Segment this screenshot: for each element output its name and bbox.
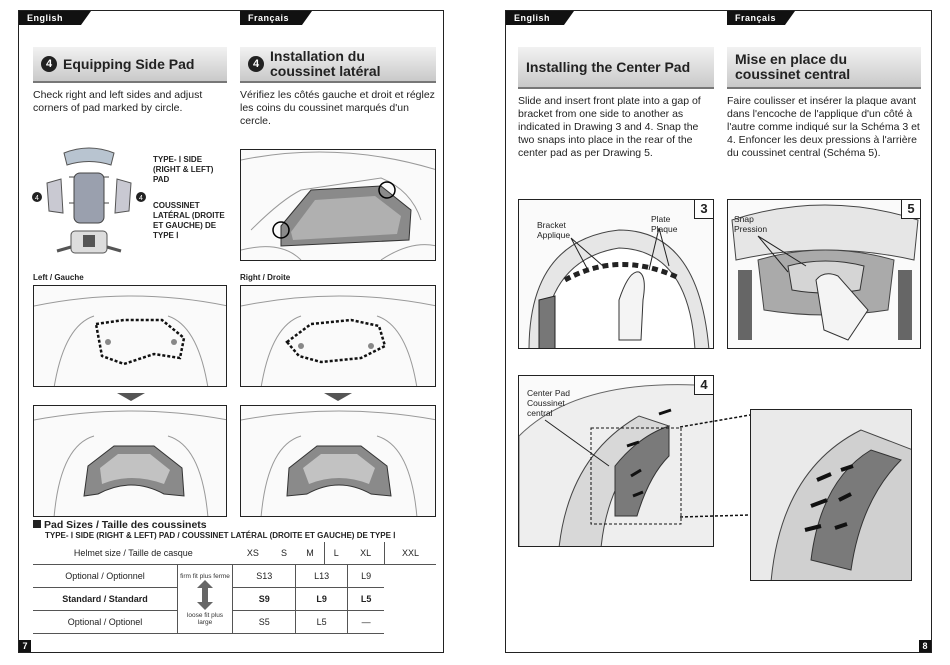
arrow-down-left-icon bbox=[117, 393, 145, 401]
size-col-xl: XL bbox=[347, 542, 385, 565]
pad-label-en: TYPE- Ⅰ SIDE (RIGHT & LEFT) PAD bbox=[153, 155, 214, 184]
arrow-down-right-icon bbox=[324, 393, 352, 401]
title-en: 4 Equipping Side Pad bbox=[33, 47, 227, 83]
title-fr-right: Mise en place du coussinet central bbox=[727, 47, 921, 89]
sizes-subheading: TYPE- Ⅰ SIDE (RIGHT & LEFT) PAD / COUSSI… bbox=[45, 531, 396, 540]
size-col-l: L bbox=[324, 542, 348, 565]
drawing-4: 4 Center Pad Coussinet central bbox=[518, 375, 714, 547]
center-pad-callout: Center Pad Coussinet central bbox=[527, 388, 570, 418]
lang-tab-french: Français bbox=[240, 11, 312, 25]
row-label: Optional / Optionel bbox=[33, 610, 178, 634]
left-after-art bbox=[34, 410, 226, 516]
page-number-right: 8 bbox=[919, 640, 931, 652]
loose-fit-label: loose fit plus large bbox=[186, 611, 224, 626]
body-fr: Vérifiez les côtés gauche et droit et ré… bbox=[240, 89, 435, 127]
right-after-art bbox=[241, 410, 435, 516]
cell-value: L9 bbox=[295, 587, 348, 611]
lang-tab-english-right: English bbox=[506, 11, 574, 25]
page-number-left: 7 bbox=[19, 640, 31, 652]
table-row: Optional / Optionel S5 L5 — bbox=[33, 610, 436, 634]
row-label: Standard / Standard bbox=[33, 587, 178, 611]
right-page: English Français Installing the Center P… bbox=[505, 10, 932, 653]
plate-callout: Plate Plaque bbox=[651, 214, 678, 234]
pad-size-table: Helmet size / Taille de casque XS S M L … bbox=[33, 542, 436, 634]
table-row: Optional / Optionnel firm fit plus ferme… bbox=[33, 564, 436, 634]
title-en-right: Installing the Center Pad bbox=[518, 47, 714, 89]
drawing-4-badge: 4 bbox=[694, 376, 713, 395]
cell-value: S13 bbox=[231, 564, 296, 588]
right-before-art bbox=[241, 295, 435, 386]
body-fr-right: Faire coulisser et insérer la plaque ava… bbox=[727, 95, 920, 159]
title-en-text: Equipping Side Pad bbox=[63, 55, 195, 72]
cell-value: L5 bbox=[295, 610, 348, 634]
zoom-connector bbox=[680, 414, 751, 518]
square-bullet-icon bbox=[33, 520, 41, 528]
svg-text:4: 4 bbox=[35, 195, 39, 202]
table-row: Standard / Standard S9 L9 L5 bbox=[33, 587, 436, 611]
pad-parts-diagram: 4 4 bbox=[32, 147, 146, 254]
snap-callout: Snap Pression bbox=[734, 214, 768, 234]
right-after-drawing bbox=[240, 405, 436, 517]
size-col-s: S bbox=[271, 542, 296, 565]
cell-value: S9 bbox=[231, 587, 296, 611]
cell-value: S5 bbox=[231, 610, 296, 634]
left-page: English Français 4 Equipping Side Pad 4 … bbox=[18, 10, 444, 653]
left-after-drawing bbox=[33, 405, 227, 517]
size-col-m: M bbox=[295, 542, 325, 565]
helmet-size-header: Helmet size / Taille de casque bbox=[33, 542, 234, 565]
drawing-3-badge: 3 bbox=[694, 200, 713, 219]
adjust-drawing-art bbox=[241, 151, 435, 260]
drawing-5-badge: 5 bbox=[901, 200, 920, 219]
zoomed-detail bbox=[750, 409, 912, 581]
cell-value: L13 bbox=[295, 564, 348, 588]
drawing-4-art bbox=[519, 384, 713, 546]
cell-value: — bbox=[346, 610, 385, 634]
table-header-row: Helmet size / Taille de casque XS S M L … bbox=[33, 542, 436, 565]
pad-label-fr: COUSSINET LATÉRAL (DROITE ET GAUCHE) DE … bbox=[153, 201, 225, 240]
drawing-3-art bbox=[528, 227, 710, 348]
title-fr: 4 Installation du coussinet latéral bbox=[240, 47, 436, 83]
left-before-drawing bbox=[33, 285, 227, 387]
row-label: Optional / Optionnel bbox=[33, 564, 178, 588]
drawing-5: 5 Snap Pression bbox=[727, 199, 921, 349]
drawing-5-art bbox=[731, 204, 919, 341]
body-en-right: Slide and insert front plate into a gap … bbox=[518, 95, 701, 159]
sizes-heading-text: Pad Sizes / Taille des coussinets bbox=[44, 519, 207, 531]
lang-tab-french-right: Français bbox=[727, 11, 795, 25]
left-label: Left / Gauche bbox=[33, 273, 84, 282]
size-col-xxl: XXL bbox=[383, 542, 436, 565]
svg-text:4: 4 bbox=[139, 195, 143, 202]
body-en: Check right and left sides and adjust co… bbox=[33, 89, 203, 114]
cell-value: L5 bbox=[346, 587, 385, 611]
size-col-xs: XS bbox=[233, 542, 272, 565]
cell-value: L9 bbox=[346, 564, 385, 588]
bracket-callout: Bracket Applique bbox=[537, 220, 571, 240]
fit-indicator: firm fit plus ferme loose fit plus large bbox=[177, 564, 233, 634]
step-number-badge: 4 bbox=[41, 56, 57, 72]
left-before-art bbox=[34, 295, 226, 386]
lang-tab-english: English bbox=[19, 11, 91, 25]
title-fr-text: Installation du coussinet latéral bbox=[270, 48, 381, 79]
drawing-3: 3 Bracket Applique Plate Plaque bbox=[518, 199, 714, 349]
adjust-drawing bbox=[240, 149, 436, 261]
right-before-drawing bbox=[240, 285, 436, 387]
fit-double-arrow-icon bbox=[197, 579, 213, 610]
zoomed-detail-art bbox=[751, 410, 911, 580]
step-number-badge-fr: 4 bbox=[248, 56, 264, 72]
right-label: Right / Droite bbox=[240, 273, 291, 282]
firm-fit-label: firm fit plus ferme bbox=[180, 572, 230, 580]
sizes-heading: Pad Sizes / Taille des coussinets bbox=[33, 519, 207, 531]
